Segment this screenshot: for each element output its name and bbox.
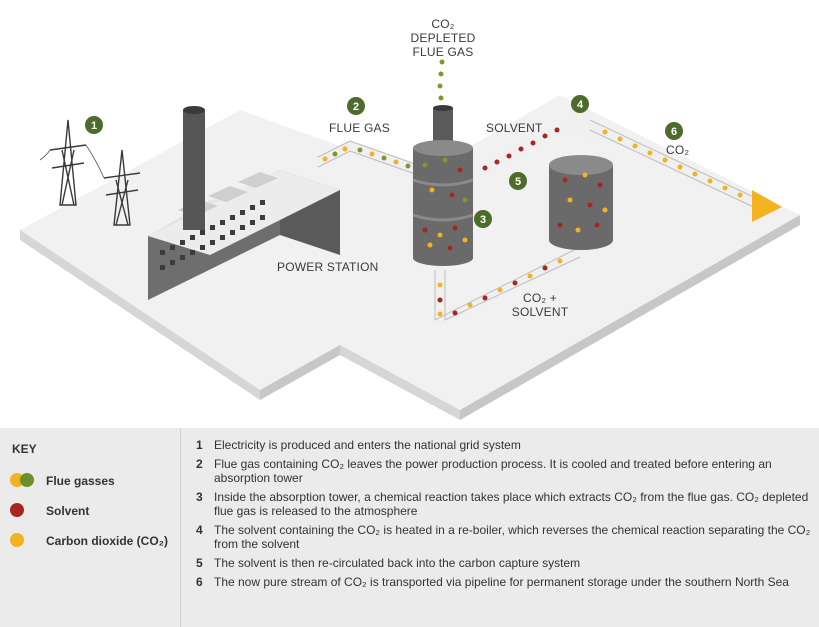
step-1: 1 Electricity is produced and enters the… <box>196 438 811 452</box>
power-station <box>148 106 340 300</box>
export-arrow <box>752 190 782 222</box>
key-label-carbon-dioxide: Carbon dioxide (CO₂) <box>46 534 168 548</box>
step-6: 6 The now pure stream of CO₂ is transpor… <box>196 575 811 589</box>
svg-text:1: 1 <box>91 120 97 132</box>
step-6-text: The now pure stream of CO₂ is transporte… <box>214 575 789 589</box>
step-4-text: The solvent containing the CO₂ is heated… <box>214 523 811 551</box>
step-3-text: Inside the absorption tower, a chemical … <box>214 490 809 518</box>
svg-text:4: 4 <box>577 99 584 111</box>
key-label-solvent: Solvent <box>46 504 90 518</box>
carbon-dioxide-swatch <box>10 533 40 549</box>
key-legend: KEY Flue gasses Solvent Carbon dioxide (… <box>0 428 181 627</box>
step-4-number: 4 <box>196 523 203 537</box>
step-1-number: 1 <box>196 438 203 452</box>
step-2-text: Flue gas containing CO₂ leaves the power… <box>214 457 772 485</box>
step-3: 3 Inside the absorption tower, a chemica… <box>196 490 811 518</box>
label-co2-depleted-1: CO₂ <box>431 17 454 31</box>
step-marker-4: 4 <box>571 95 589 113</box>
key-item-flue-gasses: Flue gasses <box>10 472 115 490</box>
pylon-left <box>49 119 87 206</box>
step-marker-3: 3 <box>474 210 492 228</box>
pipe-outlines <box>317 119 761 321</box>
label-flue-gas: FLUE GAS <box>329 121 390 135</box>
power-line <box>85 144 105 179</box>
label-co2-out: CO₂ <box>666 143 689 157</box>
step-5-text: The solvent is then re-circulated back i… <box>214 556 581 570</box>
key-item-solvent: Solvent <box>10 502 89 520</box>
key-panel: KEY Flue gasses Solvent Carbon dioxide (… <box>0 428 819 627</box>
key-item-carbon-dioxide: Carbon dioxide (CO₂) <box>10 532 168 550</box>
step-marker-6: 6 <box>665 122 683 140</box>
svg-text:6: 6 <box>671 126 677 138</box>
absorption-tower <box>412 105 474 266</box>
svg-text:3: 3 <box>480 214 486 226</box>
step-1-text: Electricity is produced and enters the n… <box>214 438 521 452</box>
step-5: 5 The solvent is then re-circulated back… <box>196 556 811 570</box>
ground-edge-right <box>460 215 800 420</box>
step-2-number: 2 <box>196 457 203 471</box>
step-marker-5: 5 <box>509 172 527 190</box>
svg-text:5: 5 <box>515 176 521 188</box>
flue-gasses-swatch <box>10 473 40 489</box>
co2-export-dots <box>602 129 743 198</box>
label-power-station: POWER STATION <box>277 260 379 274</box>
pylon-right <box>103 149 141 226</box>
ground-edge-left <box>20 230 260 400</box>
ground-edge-mid <box>260 345 340 400</box>
co2-solvent-dots <box>437 258 563 317</box>
steps-list: 1 Electricity is produced and enters the… <box>196 438 811 594</box>
step-2: 2 Flue gas containing CO₂ leaves the pow… <box>196 457 811 485</box>
solvent-return-dots <box>482 127 560 171</box>
ground-edge-front <box>340 345 460 420</box>
solvent-swatch <box>10 503 40 519</box>
key-label-flue-gasses: Flue gasses <box>46 474 115 488</box>
label-co2-depleted-2: DEPLETED <box>411 31 476 45</box>
step-4: 4 The solvent containing the CO₂ is heat… <box>196 523 811 551</box>
key-title: KEY <box>12 442 37 456</box>
flue-gas-dots <box>322 146 411 169</box>
step-marker-1: 1 <box>85 116 103 134</box>
label-co2-solvent-1: CO₂ + <box>523 291 557 305</box>
reboiler-tank <box>549 155 613 250</box>
step-5-number: 5 <box>196 556 203 570</box>
label-co2-depleted-3: FLUE GAS <box>413 45 474 59</box>
svg-text:2: 2 <box>353 101 359 113</box>
step-3-number: 3 <box>196 490 203 504</box>
carbon-capture-diagram: CO₂ DEPLETED FLUE GAS FLUE GAS SOLVENT C… <box>20 17 800 420</box>
label-solvent: SOLVENT <box>486 121 543 135</box>
exhaust-dots <box>437 59 445 101</box>
power-line-left <box>39 149 51 161</box>
step-marker-2: 2 <box>347 97 365 115</box>
label-co2-solvent-2: SOLVENT <box>512 305 569 319</box>
step-6-number: 6 <box>196 575 203 589</box>
